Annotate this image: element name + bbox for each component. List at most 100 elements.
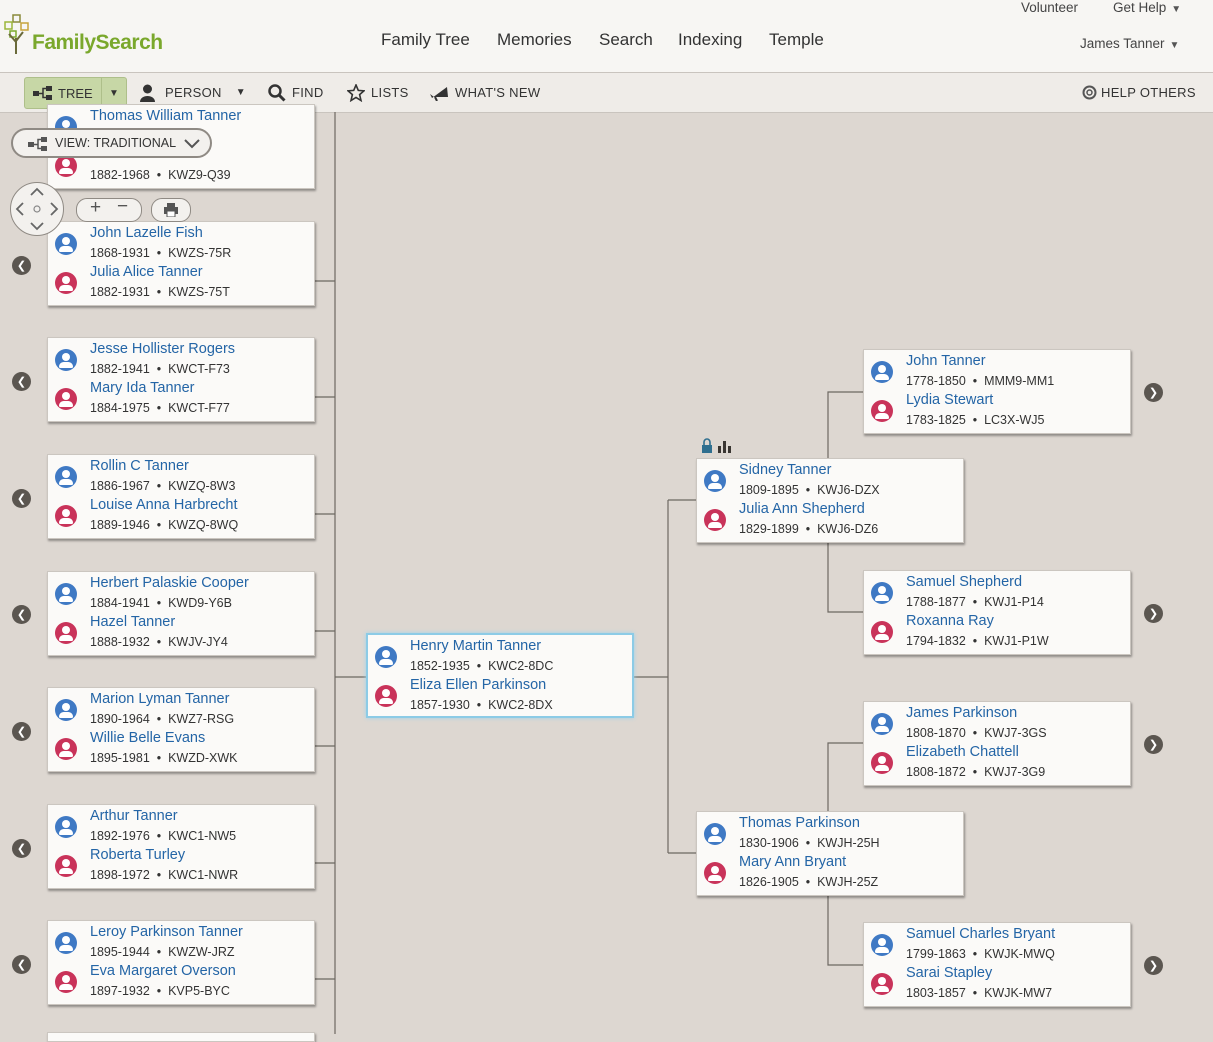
view-selector[interactable]: VIEW: TRADITIONAL xyxy=(11,128,212,158)
volunteer-link[interactable]: Volunteer xyxy=(1021,0,1079,15)
nav-family-tree[interactable]: Family Tree xyxy=(381,30,470,49)
nav-search[interactable]: Search xyxy=(599,30,653,49)
expand-descendants-arrow[interactable]: ❮ xyxy=(12,722,31,741)
expand-descendants-arrow[interactable]: ❮ xyxy=(12,839,31,858)
person-name-link[interactable]: James Parkinson xyxy=(906,705,1018,721)
person-name-link[interactable]: Arthur Tanner xyxy=(90,808,178,824)
person-name-link[interactable]: Herbert Palaskie Cooper xyxy=(90,575,249,591)
help-others-button[interactable]: HELP OTHERS xyxy=(1082,73,1196,112)
familysearch-logo[interactable]: FamilySearch xyxy=(4,14,163,54)
nav-temple[interactable]: Temple xyxy=(769,30,824,49)
person-name-link[interactable]: Eliza Ellen Parkinson xyxy=(410,677,547,693)
person-name-link[interactable]: Henry Martin Tanner xyxy=(410,638,542,654)
expand-ancestors-arrow[interactable]: ❯ xyxy=(1144,383,1163,402)
person-name-link[interactable]: Hazel Tanner xyxy=(90,614,176,630)
zoom-in-icon[interactable]: + xyxy=(90,197,102,218)
person-name-link[interactable]: Julia Ann Shepherd xyxy=(739,501,865,517)
expand-ancestors-arrow[interactable]: ❯ xyxy=(1144,956,1163,975)
nav-indexing[interactable]: Indexing xyxy=(678,30,743,49)
person-name-link[interactable]: John Lazelle Fish xyxy=(90,225,203,241)
tree-dropdown-toggle[interactable]: ▼ xyxy=(101,78,126,108)
person-name-link[interactable]: Julia Alice Tanner xyxy=(90,264,203,280)
person-menu[interactable]: PERSON ▼ xyxy=(139,73,246,112)
person-name-link[interactable]: Roberta Turley xyxy=(90,847,186,863)
expand-ancestors-arrow[interactable]: ❯ xyxy=(1144,735,1163,754)
wife-row[interactable]: 1882-1968 • KWZ9-Q39 xyxy=(48,147,314,187)
person-name-link[interactable]: Sarai Stapley xyxy=(906,965,993,981)
person-name-link[interactable]: Mary Ida Tanner xyxy=(90,380,195,396)
whats-new-button[interactable]: WHAT'S NEW xyxy=(429,73,540,112)
person-name-link[interactable]: Leroy Parkinson Tanner xyxy=(90,924,243,940)
person-name-link[interactable]: Roxanna Ray xyxy=(906,613,994,629)
expand-descendants-arrow[interactable]: ❮ xyxy=(12,372,31,391)
nav-memories[interactable]: Memories xyxy=(497,30,572,49)
get-help-menu[interactable]: Get Help▼ xyxy=(1113,0,1181,15)
person-name-link[interactable]: Jesse Hollister Rogers xyxy=(90,341,236,357)
print-button[interactable] xyxy=(151,198,191,222)
person-name-link[interactable]: Thomas Parkinson xyxy=(739,815,860,831)
expand-descendants-arrow[interactable]: ❮ xyxy=(12,256,31,275)
person-name-link[interactable]: Louise Anna Harbrecht xyxy=(90,497,238,513)
user-menu[interactable]: James Tanner▼ xyxy=(1080,36,1179,51)
person-name-link[interactable]: John Tanner xyxy=(906,353,986,369)
expand-ancestors-arrow[interactable]: ❯ xyxy=(1144,604,1163,623)
expand-descendants-arrow[interactable]: ❮ xyxy=(12,955,31,974)
person-name-link[interactable]: Marion Lyman Tanner xyxy=(90,691,230,707)
person-name-link[interactable]: Lydia Stewart xyxy=(906,392,994,408)
person-name-link[interactable]: Elizabeth Chattell xyxy=(906,744,1019,760)
person-name-link[interactable]: Sidney Tanner xyxy=(739,462,832,478)
person-name-link[interactable]: Eva Margaret Overson xyxy=(90,963,236,979)
expand-descendants-arrow[interactable]: ❮ xyxy=(12,605,31,624)
person-name-link[interactable]: Mary Ann Bryant xyxy=(739,854,847,870)
person-name-link[interactable]: Samuel Shepherd xyxy=(906,574,1023,590)
tree-button[interactable]: TREE ▼ xyxy=(24,77,127,109)
lists-button[interactable]: LISTS xyxy=(347,73,409,112)
person-name-link[interactable]: Samuel Charles Bryant xyxy=(906,926,1056,942)
expand-descendants-arrow[interactable]: ❮ xyxy=(12,489,31,508)
person-name-link[interactable]: Rollin C Tanner xyxy=(90,458,189,474)
person-name-link[interactable]: Willie Belle Evans xyxy=(90,730,206,746)
